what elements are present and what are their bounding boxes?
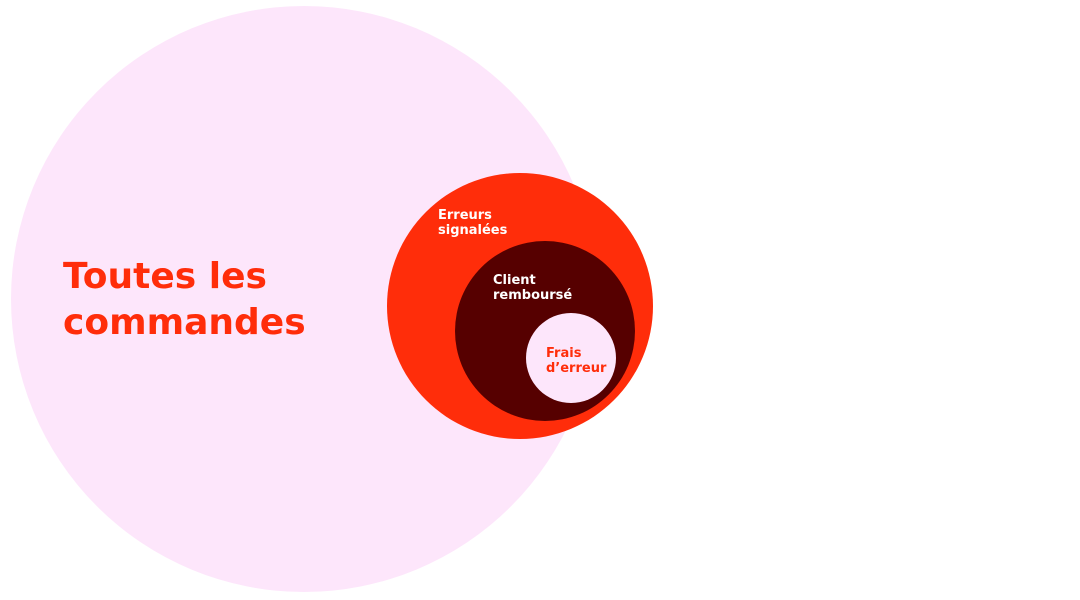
circle-error-fee — [526, 313, 616, 403]
label-reported-errors: Erreurs signalées — [438, 208, 508, 238]
label-customer-refunded: Client remboursé — [493, 273, 573, 303]
label-error-fee: Frais d’erreur — [546, 346, 607, 376]
label-all-orders: Toutes les commandes — [63, 256, 306, 343]
